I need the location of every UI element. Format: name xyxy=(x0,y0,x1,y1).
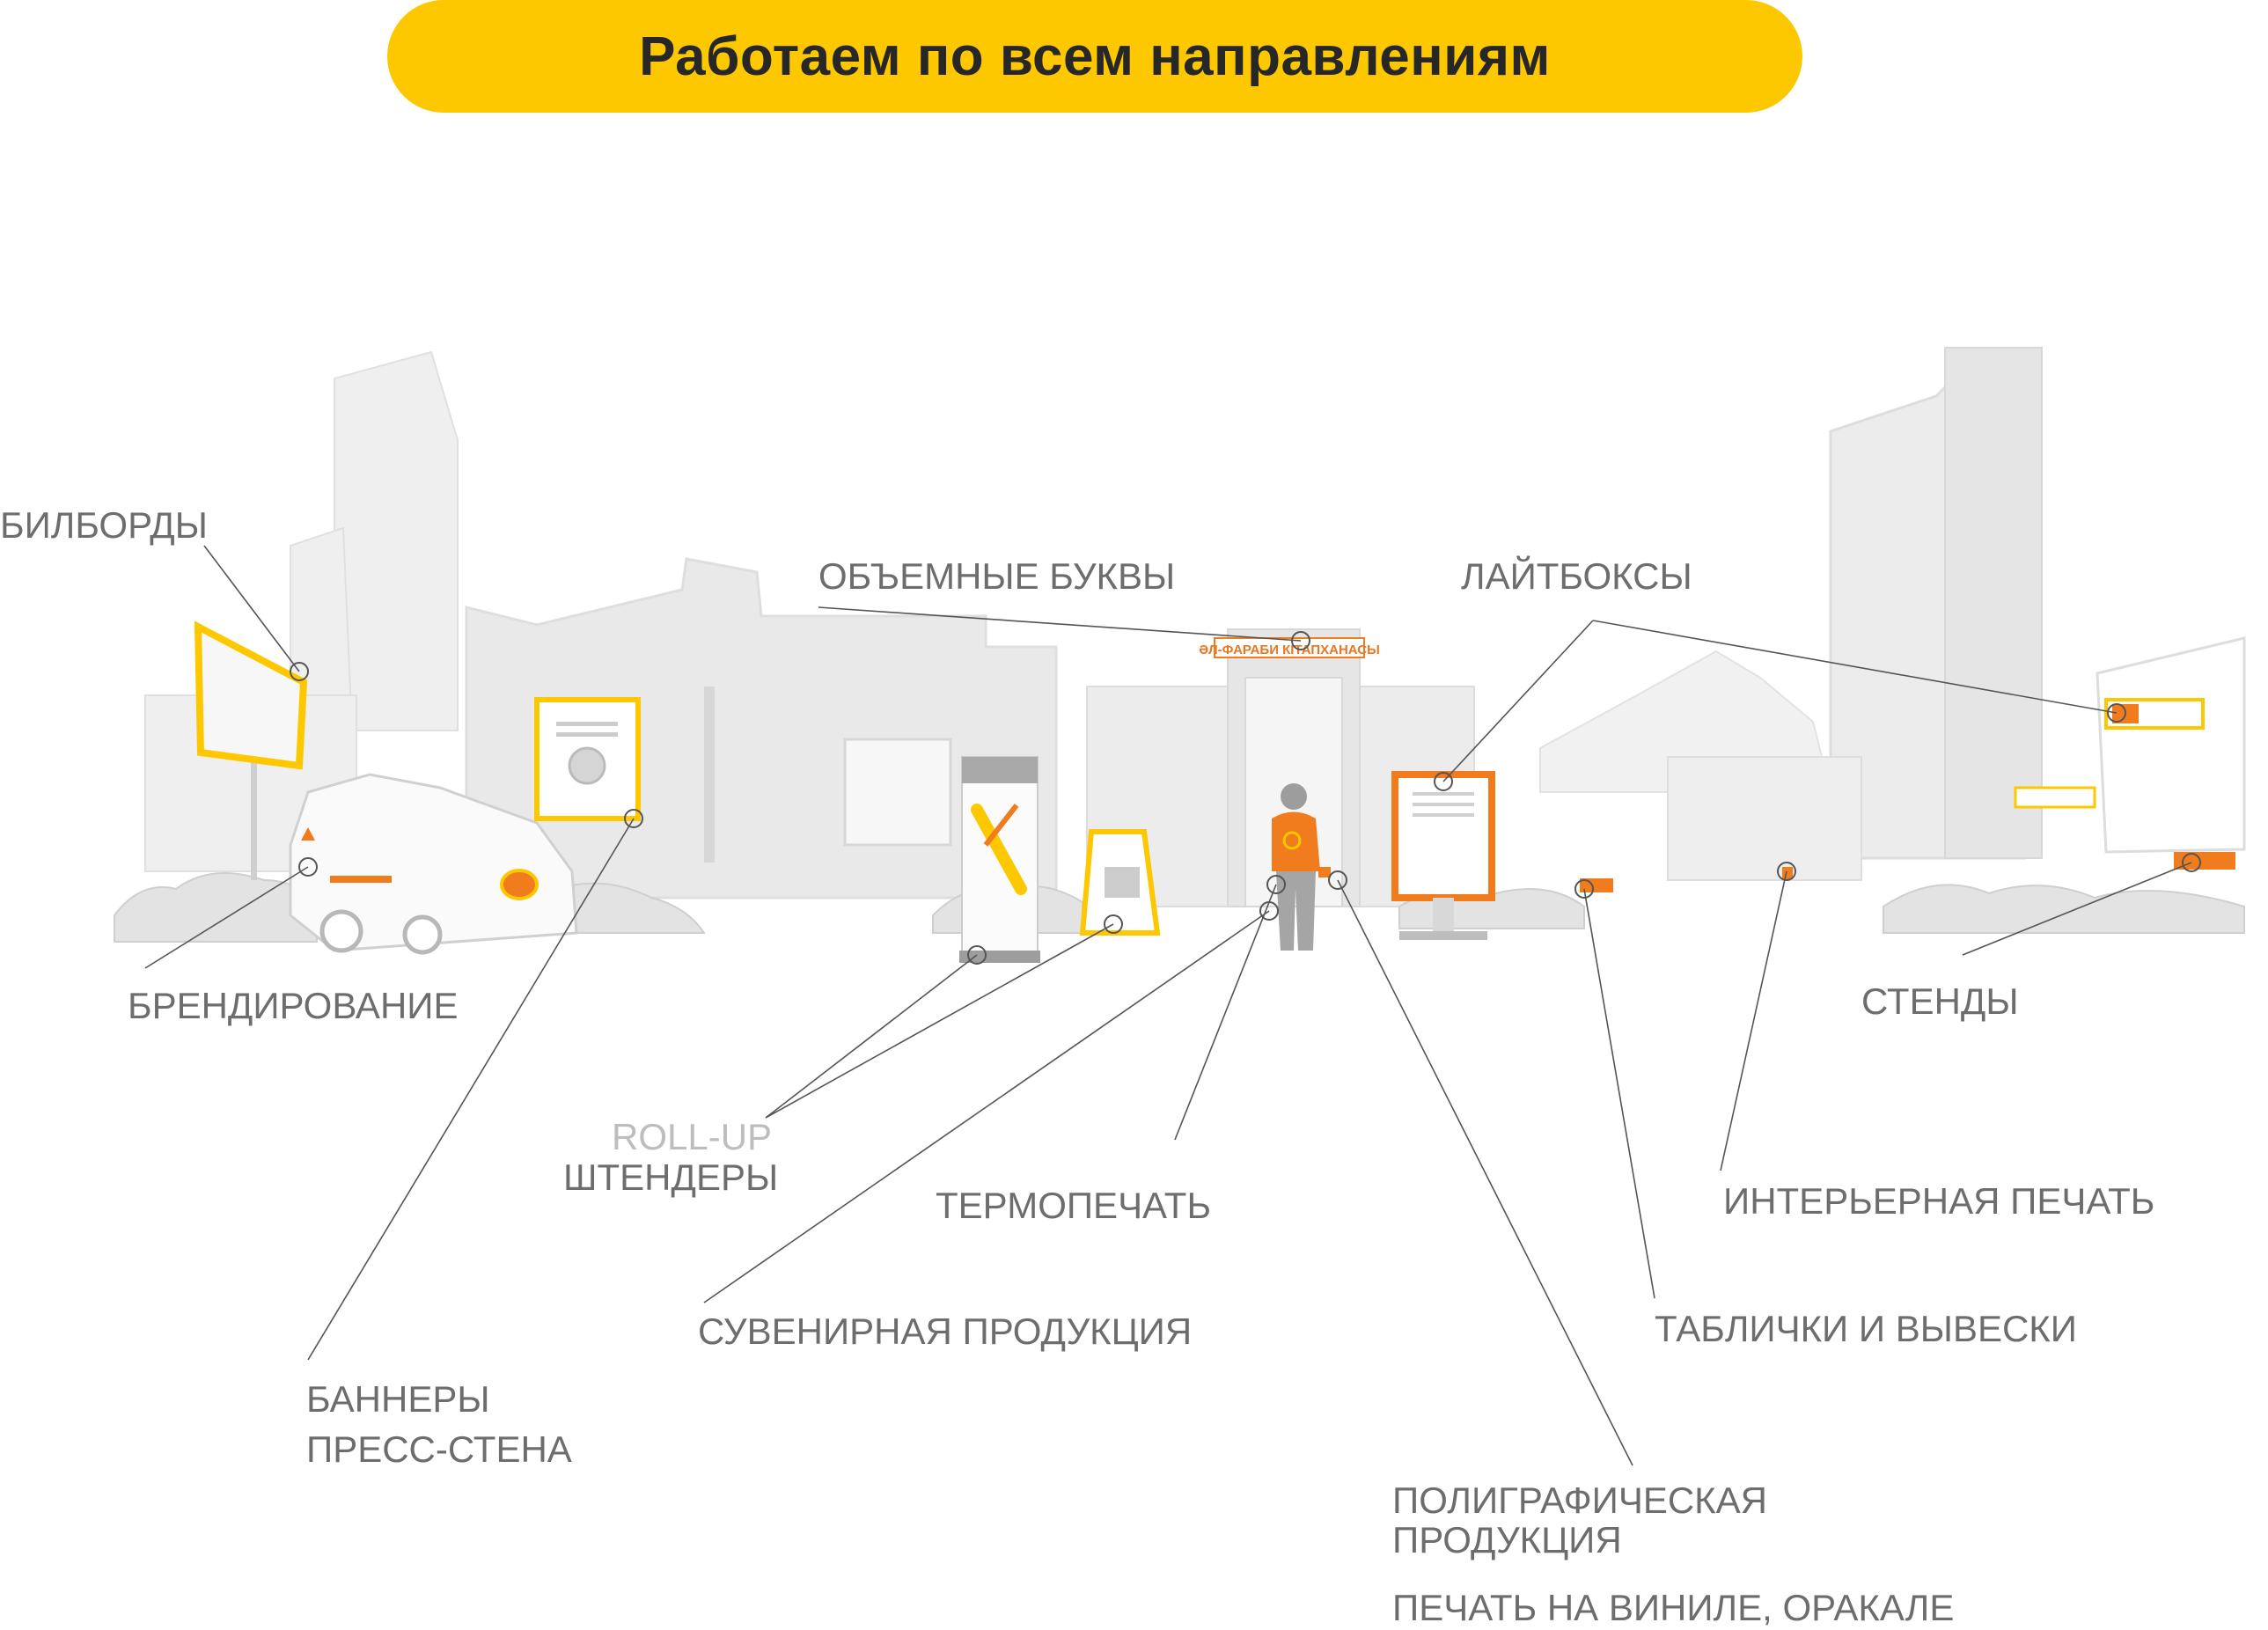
low-right-building xyxy=(1667,756,1862,881)
label-stands: СТЕНДЫ xyxy=(1861,980,2019,1022)
person-figure-object xyxy=(1272,783,1331,951)
a-frame-sign-object xyxy=(1079,829,1161,936)
label-polygraphy-line1: ПОЛИГРАФИЧЕСКАЯ xyxy=(1392,1479,1767,1521)
rollup-stand-object xyxy=(959,756,1040,963)
tall-hotel-building xyxy=(1829,347,2043,860)
callout-lines xyxy=(144,545,2192,1466)
press-wall-banner-object xyxy=(534,697,641,821)
label-interior-print: ИНТЕРЬЕРНАЯ ПЕЧАТЬ xyxy=(1723,1180,2155,1222)
billboard-object xyxy=(194,620,308,880)
label-billboards: БИЛБОРДЫ xyxy=(0,504,208,546)
branded-van-object xyxy=(289,773,578,955)
label-volume-letters: ОБЪЕМНЫЕ БУКВЫ xyxy=(818,555,1176,597)
label-branding: БРЕНДИРОВАНИЕ xyxy=(128,985,459,1026)
label-vinyl-print: ПЕЧАТЬ НА ВИНИЛЕ, ОРАКАЛЕ xyxy=(1392,1587,1955,1628)
label-thermoprint: ТЕРМОПЕЧАТЬ xyxy=(936,1185,1212,1226)
label-souvenirs: СУВЕНИРНАЯ ПРОДУКЦИЯ xyxy=(698,1311,1193,1352)
label-polygraphy-line2: ПРОДУКЦИЯ xyxy=(1392,1519,1622,1560)
lightbox-object xyxy=(1391,771,1495,940)
page-title: Работаем по всем направлениям xyxy=(639,26,1551,87)
label-press-wall: ПРЕСС-СТЕНА xyxy=(306,1428,572,1470)
label-lightboxes: ЛАЙТБОКСЫ xyxy=(1461,555,1692,597)
header-banner: Работаем по всем направлениям xyxy=(387,0,1802,113)
hotel-sign-object xyxy=(2014,786,2096,809)
label-shtenders: ШТЕНДЕРЫ xyxy=(563,1156,779,1198)
callout-rings xyxy=(290,631,2201,965)
building-sign-text: ӘЛ-ФАРАБИ КІТАПХАНАСЫ xyxy=(1199,642,1380,657)
interior-print-object xyxy=(1782,867,1793,879)
exhibition-stand-object xyxy=(2096,636,2246,870)
label-rollup: ROLL-UP xyxy=(612,1116,773,1157)
label-plates-signs: ТАБЛИЧКИ И ВЫВЕСКИ xyxy=(1655,1308,2077,1349)
label-banners: БАННЕРЫ xyxy=(306,1378,490,1420)
